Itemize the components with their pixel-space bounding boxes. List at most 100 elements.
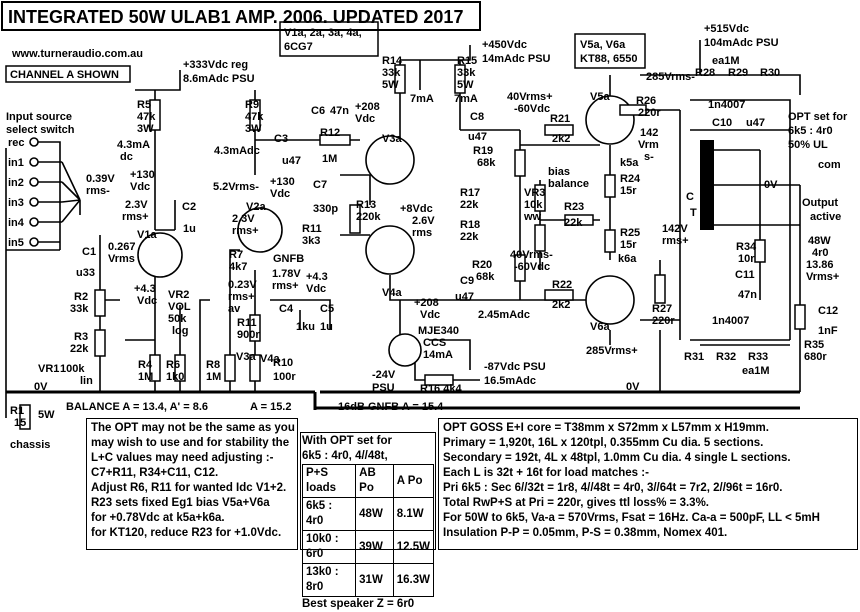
- label-r19: R19: [473, 145, 493, 157]
- label-bias: bias: [548, 166, 570, 178]
- label-v23b: 2.3V: [232, 213, 255, 225]
- input-in1: in1: [8, 157, 24, 169]
- note-line: Insulation P-P = 0.05mm, P-S = 0.38mm, N…: [443, 527, 728, 539]
- label-vr2d: log: [172, 325, 189, 337]
- label-i245: 2.45mAdc: [478, 309, 530, 321]
- label-i1b: dc: [120, 151, 133, 163]
- note-line: Secondary = 192t, 4L x 48tpl, 1.0mm Cu d…: [443, 452, 791, 464]
- label-r34v: 10r: [738, 253, 755, 265]
- label-r17v: 22k: [460, 199, 479, 211]
- label-r20v: 68k: [476, 271, 495, 283]
- label-ea1m: ea1M: [712, 55, 740, 67]
- label-r21v: 2k2: [552, 133, 570, 145]
- tube-types-v5b: KT88, 6550: [580, 53, 637, 65]
- label-r30: R30: [760, 67, 780, 79]
- label-r26v: 220r: [638, 107, 661, 119]
- label-c6v: 47n: [330, 105, 349, 117]
- psu-515: +515Vdc: [704, 23, 749, 35]
- psu-333: +333Vdc reg: [183, 59, 248, 71]
- note-line: Adjust R6, R11 for wanted Idc V1+2.: [91, 482, 287, 494]
- label-r32: R32: [716, 351, 736, 363]
- label-v023c: av: [228, 303, 241, 315]
- label-biasb: balance: [548, 178, 589, 190]
- label-r18v: 22k: [460, 231, 479, 243]
- label-r27: R27: [652, 303, 672, 315]
- channel-label: CHANNEL A SHOWN: [10, 69, 119, 81]
- label-v130ab: Vdc: [130, 181, 150, 193]
- website: www.turneraudio.com.au: [11, 48, 143, 60]
- label-r22v: 2k2: [552, 299, 570, 311]
- note-line: L+C values may need adjusting :-: [91, 452, 274, 464]
- note-line: may wish to use and for stability the: [91, 437, 290, 449]
- label-opt: OPT set for: [788, 111, 848, 123]
- tube-v1a: [137, 232, 183, 278]
- note-line: For 50W to 6k5, Va-a = 570Vrms, Fsat = 1…: [443, 512, 820, 524]
- label-v0v2: 0V: [34, 381, 48, 393]
- title-box: [1, 1, 481, 31]
- label-vr1b: lin: [80, 375, 93, 387]
- label-vr3v: 10k: [524, 199, 543, 211]
- tube-v3a: [365, 135, 415, 185]
- tube-symbols: [137, 95, 635, 367]
- label-r14w: 5W: [382, 79, 399, 91]
- label-r34: R34: [736, 241, 757, 253]
- label-v142e: rms+: [662, 235, 689, 247]
- label-c4v: 1ku: [296, 321, 315, 333]
- label-v142c: s-: [644, 151, 654, 163]
- component-labels: R547k3W4.3mAdc+130Vdc2.3Vrms+C21u0.39Vrm…: [10, 55, 848, 451]
- label-r33: R33: [748, 351, 768, 363]
- label-r3: R3: [74, 331, 88, 343]
- label-d2: 1n4007: [712, 315, 749, 327]
- label-r4v: 1M: [138, 371, 153, 383]
- label-r22: R22: [552, 279, 572, 291]
- label-outact: Output: [802, 197, 838, 209]
- label-r21: R21: [550, 113, 570, 125]
- po-footer: Best speaker Z = 6r0: [302, 598, 415, 610]
- label-c2v: 1u: [183, 223, 196, 235]
- label-c8v: u47: [468, 131, 487, 143]
- label-v142: 142: [640, 127, 658, 139]
- label-r13: R13: [356, 199, 376, 211]
- label-v142d: 142V: [662, 223, 688, 235]
- psu-87: -87Vdc PSU: [484, 361, 546, 373]
- label-c3: C3: [274, 133, 288, 145]
- label-v8: +8Vdc: [400, 203, 433, 215]
- label-balance: BALANCE A = 13.4, A' = 8.6: [66, 401, 208, 413]
- label-r24: R24: [620, 173, 641, 185]
- title: INTEGRATED 50W ULAB1 AMP. 2006. UPDATED …: [8, 7, 463, 27]
- label-c1: C1: [82, 246, 96, 258]
- label-c3v: u47: [282, 155, 301, 167]
- label-v26: 2.6V: [412, 215, 435, 227]
- note-line: Pri 6k5 : Sec 6//32t = 1r8, 4//48t = 4r0…: [443, 482, 783, 494]
- label-r15v: 33k: [457, 67, 476, 79]
- label-optc: 50% UL: [788, 139, 828, 151]
- label-v039b: rms-: [86, 185, 110, 197]
- input-title-2: select switch: [6, 124, 75, 136]
- label-w48c: 13.86: [806, 259, 834, 271]
- label-c4: C4: [279, 303, 294, 315]
- psu-24b: PSU: [372, 382, 395, 394]
- label-r24v: 15r: [620, 185, 637, 197]
- label-v23a: 2.3V: [125, 199, 148, 211]
- input-in3: in3: [8, 197, 24, 209]
- psu-515-current: 104mAdc PSU: [704, 37, 779, 49]
- po-col-0: P+S loads: [301, 464, 357, 498]
- label-r5w: 3W: [137, 123, 154, 135]
- label-v142b: Vrm: [638, 139, 659, 151]
- label-c10v: u47: [746, 117, 765, 129]
- label-vr1: VR1: [38, 363, 59, 375]
- label-r14v: 33k: [382, 67, 401, 79]
- label-r11v: 900r: [237, 329, 260, 341]
- label-v43bb: Vdc: [306, 283, 326, 295]
- label-ct: C: [686, 191, 694, 203]
- label-r29: R29: [728, 67, 748, 79]
- label-v0267: 0.267: [108, 241, 136, 253]
- label-r35v: 680r: [804, 351, 827, 363]
- label-r31: R31: [684, 351, 704, 363]
- label-v130b: +130: [270, 176, 295, 188]
- label-r2: R2: [74, 291, 88, 303]
- po-head-1: With OPT set for: [302, 435, 392, 447]
- label-r11bv: 3k3: [302, 235, 320, 247]
- label-v2a: V2a: [246, 201, 266, 213]
